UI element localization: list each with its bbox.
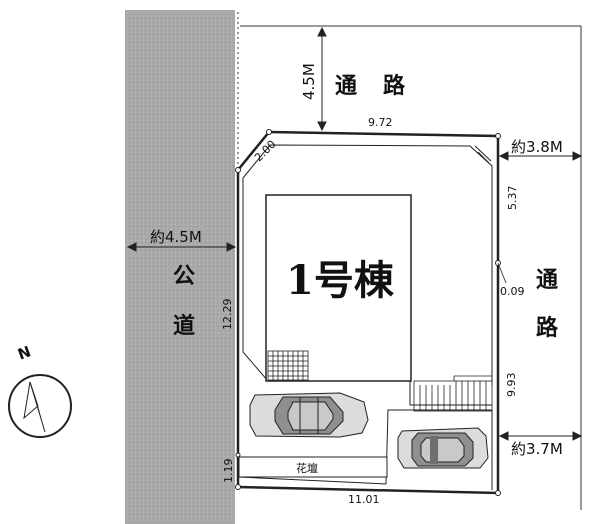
dim-bottom-left: 1.19 bbox=[222, 458, 235, 484]
dim-top-road bbox=[317, 26, 327, 132]
dim-right-lower-road bbox=[498, 431, 583, 441]
public-road-label-2: 道 bbox=[173, 314, 198, 339]
dim-bottom: 11.01 bbox=[348, 493, 380, 506]
dim-notch: 0.09 bbox=[500, 285, 525, 298]
lot-boundary bbox=[236, 130, 500, 495]
public-road bbox=[125, 10, 235, 524]
dim-top: 9.72 bbox=[368, 116, 393, 129]
car-2 bbox=[397, 427, 489, 469]
right-road-label-2: 路 bbox=[536, 316, 561, 341]
flower-bed bbox=[238, 456, 388, 478]
boundary-markers bbox=[235, 129, 501, 496]
dim-left-road bbox=[126, 242, 237, 252]
parking-zone bbox=[385, 409, 493, 490]
building-label: 1号棟 bbox=[286, 257, 394, 304]
dim-right-upper: 5.37 bbox=[506, 185, 519, 211]
car-1 bbox=[249, 392, 369, 438]
left-road-width: 約4.5M bbox=[150, 228, 202, 246]
right-upper-road-width: 約3.8M bbox=[511, 138, 563, 156]
top-road-label: 通 路 bbox=[335, 74, 408, 99]
public-road-label-1: 公 bbox=[173, 264, 198, 289]
right-lower-road-width: 約3.7M bbox=[511, 440, 563, 458]
building-1 bbox=[265, 194, 412, 382]
dim-right-upper-road bbox=[498, 151, 583, 161]
stairs bbox=[413, 375, 493, 412]
flower-bed-label: 花壇 bbox=[296, 462, 318, 475]
right-road-label-1: 通 bbox=[536, 268, 561, 293]
entrance-grid bbox=[267, 350, 309, 381]
dim-right-lower: 9.93 bbox=[505, 372, 518, 398]
top-road-width: 4.5M bbox=[300, 63, 318, 100]
house-outline bbox=[242, 144, 493, 385]
dim-left: 12.29 bbox=[221, 298, 234, 331]
compass-icon bbox=[8, 374, 72, 438]
